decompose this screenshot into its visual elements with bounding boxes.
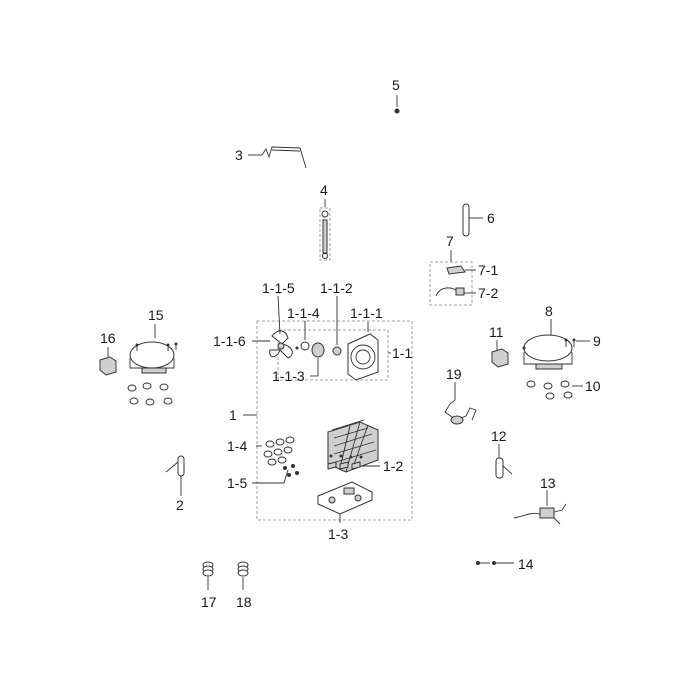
part-1-1-4-ring xyxy=(295,321,310,351)
part-2-heater xyxy=(165,455,185,496)
label-6: 6 xyxy=(487,210,495,226)
label-4: 4 xyxy=(320,182,328,198)
label-12: 12 xyxy=(491,428,507,444)
part-4-rod xyxy=(319,199,331,261)
assembly-1-boundary xyxy=(256,320,413,521)
label-1-1-3: 1-1-3 xyxy=(272,368,305,384)
part-1-1-1-fan-shroud xyxy=(347,322,379,381)
part-6-tube xyxy=(462,203,483,237)
part-16-relay xyxy=(99,347,117,376)
part-18-spring xyxy=(237,561,249,590)
label-1-4: 1-4 xyxy=(227,438,247,454)
part-1-1-3-motor xyxy=(310,342,325,377)
label-7-2: 7-2 xyxy=(478,285,498,301)
part-13-valve xyxy=(513,490,567,525)
label-7-1: 7-1 xyxy=(478,262,498,278)
part-17-spring xyxy=(202,561,214,590)
label-13: 13 xyxy=(540,475,556,491)
label-17: 17 xyxy=(201,594,217,610)
label-16: 16 xyxy=(100,330,116,346)
part-1-3-base-plate xyxy=(317,481,373,523)
label-18: 18 xyxy=(236,594,252,610)
label-11: 11 xyxy=(489,324,504,340)
part-1-1-6-fan-blade xyxy=(252,330,293,359)
label-14: 14 xyxy=(518,556,534,572)
label-9: 9 xyxy=(593,333,601,349)
label-15: 15 xyxy=(148,307,164,323)
label-1-1-6: 1-1-6 xyxy=(213,333,246,349)
part-11-relay xyxy=(491,340,509,368)
assembly-1-1-boundary xyxy=(277,329,389,381)
part-14-fuse xyxy=(476,561,514,565)
part-1-5-sleeves xyxy=(252,464,299,484)
part-12-tube xyxy=(495,444,513,479)
label-3: 3 xyxy=(235,147,243,163)
label-8: 8 xyxy=(545,303,553,319)
label-1-1: 1-1 xyxy=(392,345,412,361)
label-1-2: 1-2 xyxy=(383,458,403,474)
label-7: 7 xyxy=(446,233,454,249)
label-1-1-2: 1-1-2 xyxy=(320,280,353,296)
label-2: 2 xyxy=(176,497,184,513)
label-1-3: 1-3 xyxy=(328,526,348,542)
label-1-5: 1-5 xyxy=(227,475,247,491)
part-1-2-screws xyxy=(327,454,380,470)
label-1-1-5: 1-1-5 xyxy=(262,280,295,296)
label-1-1-4: 1-1-4 xyxy=(287,305,320,321)
part-7-group xyxy=(429,250,476,306)
part-15-compressor xyxy=(127,324,178,406)
label-10: 10 xyxy=(585,378,601,394)
label-1-1-1: 1-1-1 xyxy=(350,305,383,321)
part-heat-exchanger xyxy=(327,419,379,473)
part-1-4-rubber-feet xyxy=(256,436,295,466)
part-5-screw xyxy=(394,95,400,114)
part-3-wire-bracket xyxy=(248,146,307,169)
part-8-compressor xyxy=(522,319,590,400)
part-1-1-2-bushing xyxy=(332,296,342,356)
part-19-bracket xyxy=(444,382,477,425)
label-19: 19 xyxy=(446,366,462,382)
label-5: 5 xyxy=(392,77,400,93)
label-1: 1 xyxy=(229,407,237,423)
